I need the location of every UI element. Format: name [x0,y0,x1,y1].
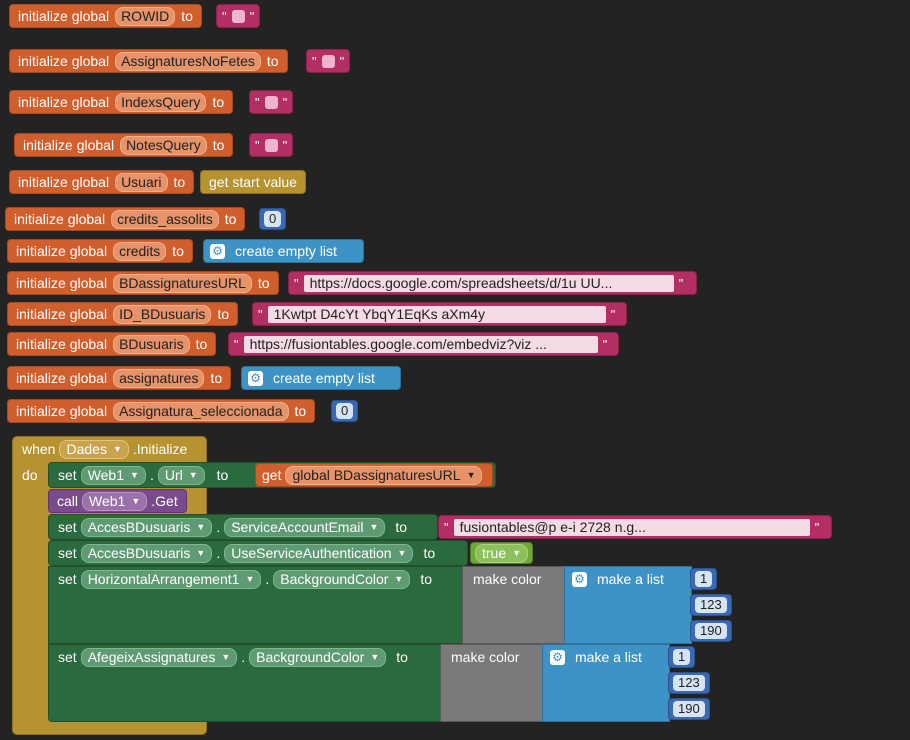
property-dropdown[interactable]: UseServiceAuthentication▼ [224,543,414,563]
call-web1-get-block[interactable]: call Web1▼ .Get [48,489,187,513]
var-name[interactable]: BDassignaturesURL [113,273,252,293]
component-dropdown[interactable]: Web1▼ [82,491,148,511]
number-block[interactable]: 190 [690,620,732,642]
email-string-block[interactable]: "fusiontables@p e-i 2728 n.g..." [438,515,832,539]
number-block[interactable]: 0 [331,400,359,422]
create-empty-list-block[interactable]: ⚙ create empty list [203,239,364,263]
get-start-value-block[interactable]: get start value [200,170,306,194]
gear-icon[interactable]: ⚙ [550,649,565,665]
number-block[interactable]: 190 [668,698,710,720]
global-credits-assolits-block[interactable]: initialize global credits_assolits to [5,207,246,231]
component-dropdown[interactable]: HorizontalArrangement1▼ [80,569,262,589]
number-block[interactable]: 1 [690,568,718,590]
make-color-block[interactable] [440,644,544,722]
property-dropdown[interactable]: Url▼ [157,465,205,485]
set-row: set HorizontalArrangement1▼ . Background… [58,569,433,589]
event-header: when Dades▼ .Initialize [22,439,188,459]
set-row: set AccesBDusuaris▼ . UseServiceAuthenti… [58,543,436,563]
fusion-url-string-block[interactable]: "https://fusiontables.google.com/embedvi… [228,332,619,356]
component-dropdown[interactable]: AfegeixAssignatures▼ [80,647,238,667]
global-indexsquery-block[interactable]: initialize global IndexsQuery to [9,90,234,114]
string-value[interactable]: fusiontables@p e-i 2728 n.g... [453,518,810,536]
component-dropdown[interactable]: Web1▼ [80,465,146,485]
global-id-bdusuaris-block[interactable]: initialize global ID_BDusuaris to [7,302,239,326]
component-dropdown[interactable]: AccesBDusuaris▼ [80,543,213,563]
number-block[interactable]: 1 [668,646,696,668]
string-value[interactable]: https://docs.google.com/spreadsheets/d/1… [303,274,674,292]
empty-text-field [264,138,278,152]
make-color-label: make color [451,649,520,665]
property-dropdown[interactable]: ServiceAccountEmail▼ [224,517,386,537]
property-dropdown[interactable]: BackgroundColor▼ [249,647,387,667]
var-name[interactable]: AssignaturesNoFetes [115,51,261,71]
var-name[interactable]: Assignatura_seleccionada [113,401,289,421]
empty-string-block[interactable]: "" [249,133,294,157]
url-string-block[interactable]: "https://docs.google.com/spreadsheets/d/… [288,271,697,295]
var-name[interactable]: BDusuaris [113,334,190,354]
string-value[interactable]: 1Kwtpt D4cYt YbqY1EqKs aXm4y [267,305,606,323]
init-keyword: initialize global [18,8,110,24]
make-list-header: ⚙ make a list [572,567,664,591]
global-assignatures-block[interactable]: initialize global assignatures to [7,366,232,390]
make-color-block[interactable] [462,566,566,644]
empty-text-field [321,54,335,68]
global-credits-block[interactable]: initialize global credits to [7,239,193,263]
var-name[interactable]: ID_BDusuaris [113,304,212,324]
variable-dropdown[interactable]: global BDassignaturesURL▼ [285,465,483,485]
get-global-block[interactable]: get global BDassignaturesURL▼ [255,463,494,487]
create-empty-list-block[interactable]: ⚙ create empty list [241,366,401,390]
make-list-header: ⚙ make a list [550,645,642,669]
component-dropdown[interactable]: Dades▼ [59,439,129,459]
global-usuari-block[interactable]: initialize global Usuari to [9,170,195,194]
global-assignatura-seleccionada-block[interactable]: initialize global Assignatura_selecciona… [7,399,316,423]
var-name[interactable]: Usuari [115,172,168,192]
empty-string-block[interactable]: "" [216,4,261,28]
empty-string-block[interactable]: "" [306,49,351,73]
make-color-label: make color [473,571,542,587]
true-block[interactable]: true▼ [470,542,534,564]
global-notesquery-block[interactable]: initialize global NotesQuery to [14,133,234,157]
empty-text-field [264,95,278,109]
to-keyword: to [181,8,193,24]
empty-text-field [231,9,245,23]
number-block[interactable]: 0 [259,208,287,230]
global-rowid-block[interactable]: initialize global ROWID to [9,4,202,28]
var-name[interactable]: NotesQuery [120,135,207,155]
id-string-block[interactable]: "1Kwtpt D4cYt YbqY1EqKs aXm4y" [252,302,627,326]
var-name[interactable]: IndexsQuery [115,92,207,112]
global-bdassignaturesurl-block[interactable]: initialize global BDassignaturesURL to [7,271,279,295]
component-dropdown[interactable]: AccesBDusuaris▼ [80,517,213,537]
number-block[interactable]: 123 [668,672,710,694]
var-name[interactable]: assignatures [113,368,205,388]
do-label: do [22,467,38,483]
global-assignaturesnofetes-block[interactable]: initialize global AssignaturesNoFetes to [9,49,288,73]
property-dropdown[interactable]: BackgroundColor▼ [273,569,411,589]
empty-string-block[interactable]: "" [249,90,294,114]
string-value[interactable]: https://fusiontables.google.com/embedviz… [243,335,598,353]
boolean-dropdown[interactable]: true▼ [475,543,529,563]
set-row: set AccesBDusuaris▼ . ServiceAccountEmai… [58,517,408,537]
var-name[interactable]: credits [113,241,167,261]
set-row: set AfegeixAssignatures▼ . BackgroundCol… [58,647,408,667]
global-bdusuaris-block[interactable]: initialize global BDusuaris to [7,332,217,356]
gear-icon[interactable]: ⚙ [248,370,263,386]
var-name[interactable]: credits_assolits [111,209,219,229]
gear-icon[interactable]: ⚙ [572,571,587,587]
gear-icon[interactable]: ⚙ [210,243,225,259]
number-block[interactable]: 123 [690,594,732,616]
set-row: set Web1▼ . Url▼ to [58,465,229,485]
var-name[interactable]: ROWID [115,6,176,26]
